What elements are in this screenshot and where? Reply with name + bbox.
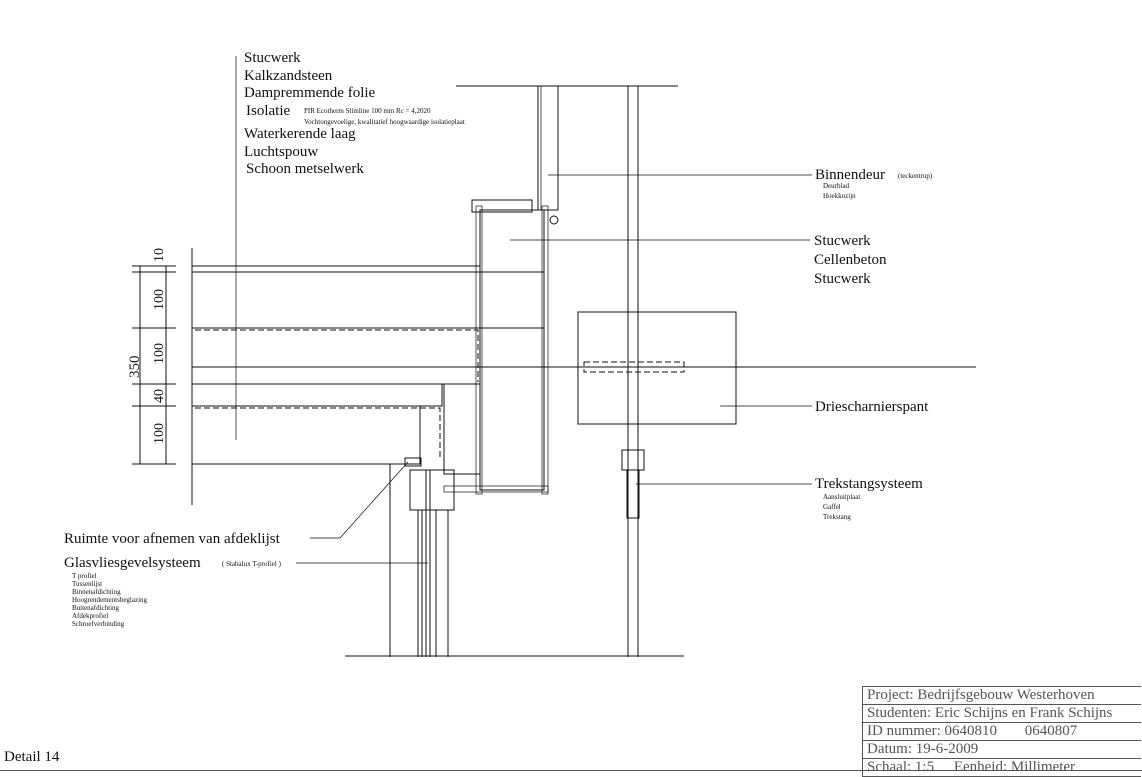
layer-label-2: Kalkzandsteen — [244, 68, 333, 84]
leader-lines — [235, 56, 812, 564]
layer-label-7: Schoon metselwerk — [246, 161, 364, 177]
gevel-brand: ( Stabalux T-profiel ) — [222, 560, 282, 568]
layer-labels-left: Stucwerk Kalkzandsteen Dampremmende foli… — [244, 50, 465, 177]
title-students: Studenten: Eric Schijns en Frank Schijns — [863, 705, 1141, 723]
gevel-sub-6: Afdekprofiel — [72, 612, 108, 620]
glass-facade-system — [389, 457, 455, 657]
gevel-sub-2: Tussenlijst — [72, 580, 102, 588]
dimension-lines — [132, 265, 176, 465]
title-date: Datum: 19-6-2009 — [863, 741, 1141, 759]
dim-total: 350 — [127, 356, 143, 379]
spant-and-trekstang — [192, 86, 976, 657]
dimension-texts: 350 10 100 100 40 100 — [127, 248, 167, 444]
binnendeur-brand: (teckentrup) — [898, 172, 933, 180]
binnendeur-sub-1: Deurblad — [823, 182, 850, 190]
title-id-2: 0640807 — [1024, 723, 1078, 739]
isolatie-spec: PIR Ecotherm Slimline 100 mm Rc = 4,2020 — [304, 107, 431, 115]
title-scale: Schaal: 1:5 — [867, 759, 935, 775]
trekstang-sub-2: Gaffel — [823, 503, 841, 511]
trekstang-title: Trekstangsysteem — [815, 476, 923, 492]
title-scale-row: Schaal: 1:5 Eenheid: Millimeter — [863, 759, 1141, 777]
layer-label-6: Luchtspouw — [244, 144, 318, 160]
wall-right-label-3: Stucwerk — [814, 271, 871, 287]
dim-part-1: 10 — [152, 248, 167, 262]
layer-label-1: Stucwerk — [244, 50, 301, 66]
gevel-sub-1: T profiel — [72, 572, 97, 580]
layer-label-5: Waterkerende laag — [244, 126, 356, 142]
trekstang-sub-3: Trekstang — [823, 513, 851, 521]
gevel-title: Glasvliesgevelsysteem — [64, 555, 201, 571]
left-wall-package — [191, 248, 545, 505]
gevel-sub-4: Hoogrendementsbeglazing — [72, 596, 148, 604]
dim-part-4: 40 — [152, 389, 167, 403]
title-block: Project: Bedrijfsgebouw Westerhoven Stud… — [862, 686, 1141, 777]
title-unit: Eenheid: Millimeter — [953, 759, 1076, 775]
layer-label-4: Isolatie — [246, 103, 290, 119]
afdeklijst-label: Ruimte voor afnemen van afdeklijst — [64, 531, 281, 547]
door-frame — [456, 85, 678, 225]
gevel-sub-3: Binnenafdichting — [72, 588, 121, 596]
title-id-1: ID nummer: 0640810 — [867, 723, 997, 739]
trekstang-sub-1: Aansluitplaat — [823, 493, 860, 501]
cellenbeton-wall — [443, 199, 549, 495]
labels-bottom-left: Ruimte voor afnemen van afdeklijst Glasv… — [64, 531, 282, 628]
isolatie-note: Vochtongevoelige, kwalitatief hoogwaardi… — [304, 118, 465, 126]
binnendeur-sub-2: Hoekkozijn — [823, 192, 856, 200]
spant-label: Driescharnierspant — [815, 399, 929, 415]
title-id-row: ID nummer: 0640810 0640807 — [863, 723, 1141, 741]
title-project: Project: Bedrijfsgebouw Westerhoven — [863, 687, 1141, 705]
dim-part-3: 100 — [152, 343, 167, 364]
gevel-sub-7: Schroefverbinding — [72, 620, 125, 628]
gevel-sub-5: Buitenafdichting — [72, 604, 120, 612]
wall-right-label-1: Stucwerk — [814, 233, 871, 249]
detail-label: Detail 14 — [4, 749, 60, 765]
dim-part-5: 100 — [152, 423, 167, 444]
wall-right-label-2: Cellenbeton — [814, 252, 887, 268]
dim-part-2: 100 — [152, 289, 167, 310]
layer-label-3: Dampremmende folie — [244, 85, 376, 101]
labels-right: Binnendeur (teckentrup) Deurblad Hoekkoz… — [814, 167, 933, 521]
binnendeur-title: Binnendeur — [815, 167, 885, 183]
